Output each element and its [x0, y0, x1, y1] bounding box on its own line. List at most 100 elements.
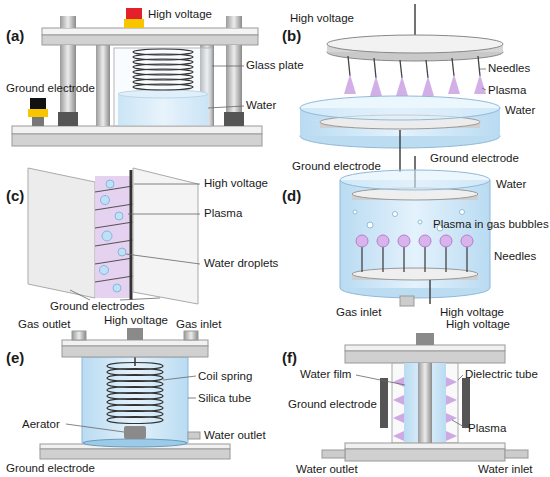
- part-label: Plasma: [204, 207, 242, 220]
- reactor-f: [345, 345, 505, 351]
- part-label: Ground electrode: [6, 82, 95, 95]
- leader-line: [66, 424, 124, 432]
- part-label: Needles: [488, 62, 530, 75]
- reactor-a: [42, 28, 258, 35]
- reactor-a: [60, 16, 76, 28]
- reactor-d: [361, 246, 362, 272]
- reactor-f: [505, 450, 528, 458]
- reactor-e: [82, 357, 188, 443]
- part-label: Glass plate: [246, 59, 304, 72]
- reactor-c: [95, 204, 133, 210]
- leader-line: [120, 298, 160, 300]
- leader-line: [134, 184, 200, 185]
- panel-letter: (c): [6, 188, 24, 204]
- reactor-f: [446, 395, 457, 405]
- reactor-f: [345, 449, 505, 461]
- part-label: Ground electrodes: [50, 300, 145, 313]
- reactor-d: [393, 212, 398, 217]
- reactor-d: [466, 246, 467, 272]
- panel-letter: (b): [282, 28, 301, 44]
- reactor-f: [392, 363, 458, 443]
- reactor-a: [133, 49, 193, 90]
- reactor-b: [422, 76, 434, 96]
- reactor-d: [382, 246, 383, 272]
- part-label: Ground electrode: [292, 160, 381, 173]
- part-label: Water: [246, 99, 276, 112]
- part-label: Coil spring: [198, 370, 252, 383]
- reactor-b: [370, 76, 382, 96]
- reactor-d: [340, 156, 490, 306]
- reactor-a: [96, 40, 110, 126]
- part-label: Water droplets: [204, 257, 278, 270]
- leader-line: [480, 69, 486, 70]
- reactor-d: [418, 220, 422, 224]
- reactor-c: [100, 266, 109, 275]
- leader-line: [482, 88, 486, 90]
- part-label: Ground electrode: [288, 398, 377, 411]
- leader-line: [66, 66, 486, 432]
- reactor-c: [106, 180, 114, 188]
- part-label: High voltage: [290, 12, 354, 25]
- reactor-e: [184, 331, 198, 340]
- reactor-d: [440, 235, 452, 247]
- reactor-b: [300, 96, 500, 120]
- reactor-a: [126, 8, 142, 20]
- reactor-e: [124, 426, 146, 439]
- reactor-d: [340, 170, 490, 190]
- reactor-d: [398, 235, 410, 247]
- reactor-e: [62, 340, 208, 346]
- reactor-c: [101, 196, 110, 205]
- reactor-f: [393, 395, 404, 405]
- reactor-e: [127, 328, 143, 340]
- reactor-c: [95, 222, 133, 228]
- panel-letter: (f): [282, 350, 297, 366]
- part-label: Gas inlet: [176, 318, 221, 331]
- reactor-d: [400, 296, 414, 306]
- reactor-a: [114, 48, 212, 126]
- reactor-d: [353, 210, 357, 214]
- leader-line: [70, 290, 90, 300]
- reactor-f: [322, 333, 528, 461]
- reactor-e: [72, 331, 86, 340]
- reactor-c: [113, 284, 121, 292]
- reactor-d: [460, 210, 465, 215]
- leader-line: [208, 106, 244, 108]
- reactor-e: [188, 432, 200, 439]
- reactor-e: [107, 363, 163, 424]
- reactor-d: [340, 180, 341, 288]
- part-label: Silica tube: [198, 392, 251, 405]
- reactor-e: [107, 417, 163, 424]
- reactor-a: [12, 134, 262, 146]
- part-label: Needles: [494, 250, 536, 263]
- reactor-d: [490, 180, 491, 288]
- reactor-a: [226, 16, 242, 28]
- reactor-a: [28, 109, 48, 117]
- reactor-a: [133, 84, 193, 90]
- panel-letter: (a): [6, 28, 24, 44]
- reactor-f: [322, 450, 345, 458]
- reactor-c: [95, 258, 133, 264]
- reactor-d: [367, 222, 373, 228]
- reactor-b: [400, 60, 402, 78]
- part-label: Plasma in gas bubbles: [433, 218, 549, 231]
- reactor-c: [115, 212, 123, 220]
- reactor-a: [224, 112, 244, 126]
- reactor-b: [300, 4, 503, 172]
- reactor-d: [445, 246, 446, 272]
- reactor-e: [62, 346, 208, 357]
- leader-line: [212, 66, 244, 67]
- leader-line: [163, 376, 196, 380]
- reactor-d: [377, 235, 389, 247]
- reactor-d: [424, 246, 425, 272]
- reactor-e: [134, 357, 136, 366]
- reactor-c: [133, 168, 198, 304]
- reactor-b: [396, 76, 408, 96]
- reactor-a: [12, 8, 262, 146]
- reactor-f: [446, 431, 457, 441]
- panel-letter: (e): [6, 350, 24, 366]
- leader-line: [126, 254, 200, 264]
- reactor-f: [393, 413, 404, 423]
